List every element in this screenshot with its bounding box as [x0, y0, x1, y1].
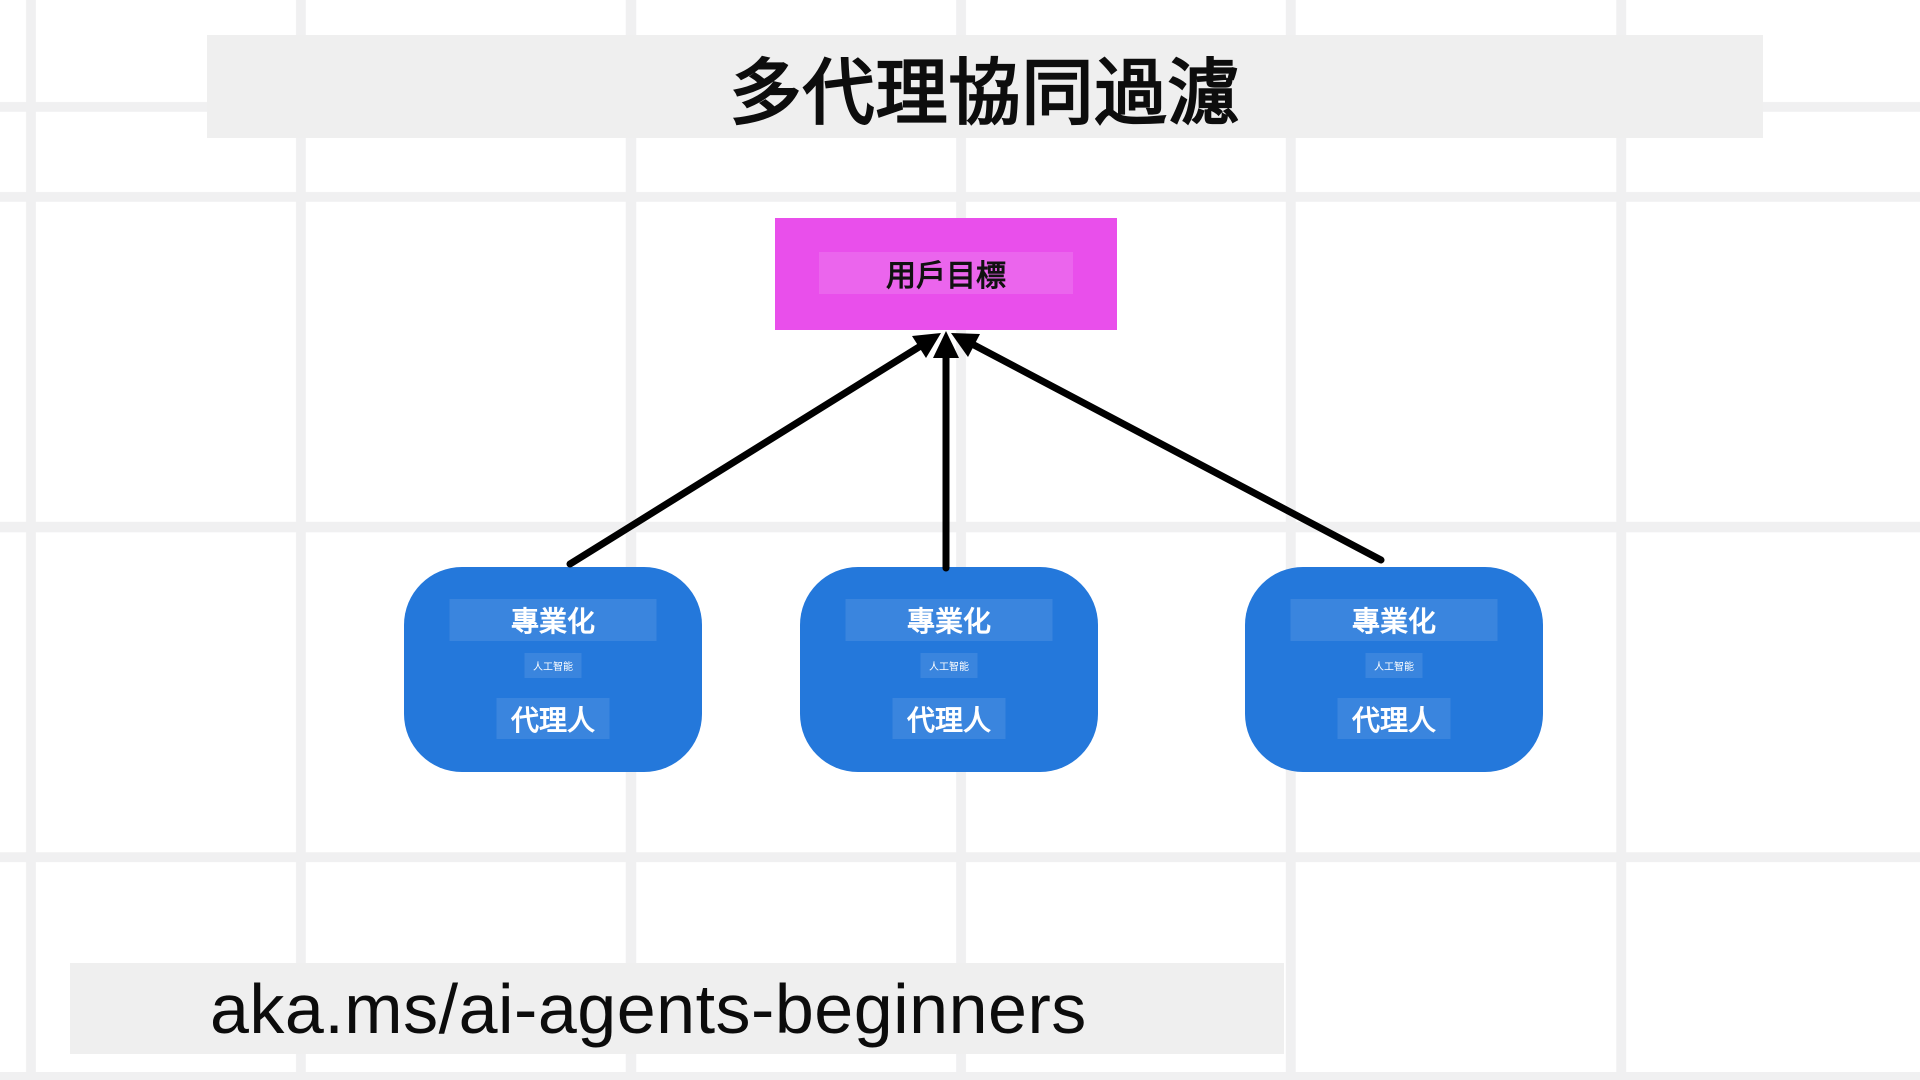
agent-specialization-label: 專業化 — [449, 599, 657, 641]
arrow-right — [951, 333, 1385, 564]
goal-node: 用戶目標 — [775, 218, 1117, 330]
agent-node-center: 專業化 人工智能 代理人 — [800, 567, 1098, 772]
bottom-grid-strip — [0, 1072, 1920, 1080]
arrow-left — [566, 333, 941, 568]
agent-specialization-label: 專業化 — [845, 599, 1053, 641]
footer-link-text: aka.ms/ai-agents-beginners — [210, 969, 1087, 1048]
agent-node-right: 專業化 人工智能 代理人 — [1245, 567, 1543, 772]
agent-role-label: 代理人 — [1337, 698, 1451, 739]
arrow-left-head — [912, 333, 941, 358]
agent-role-label: 代理人 — [496, 698, 610, 739]
agent-ai-label: 人工智能 — [1365, 653, 1423, 678]
arrow-center-head — [933, 331, 959, 358]
arrow-center — [933, 331, 959, 572]
agent-role-label: 代理人 — [892, 698, 1006, 739]
footer-banner: aka.ms/ai-agents-beginners — [70, 963, 1284, 1054]
arrow-right-line — [970, 341, 1385, 564]
agent-node-left: 專業化 人工智能 代理人 — [404, 567, 702, 772]
agent-ai-label: 人工智能 — [524, 653, 582, 678]
arrow-left-line — [566, 343, 923, 568]
agent-ai-label: 人工智能 — [920, 653, 978, 678]
goal-label: 用戶目標 — [819, 252, 1073, 294]
arrow-right-head — [951, 333, 980, 357]
title-banner: 多代理協同過濾 — [207, 35, 1763, 138]
slide-title: 多代理協同過濾 — [729, 54, 1241, 134]
agent-specialization-label: 專業化 — [1290, 599, 1498, 641]
